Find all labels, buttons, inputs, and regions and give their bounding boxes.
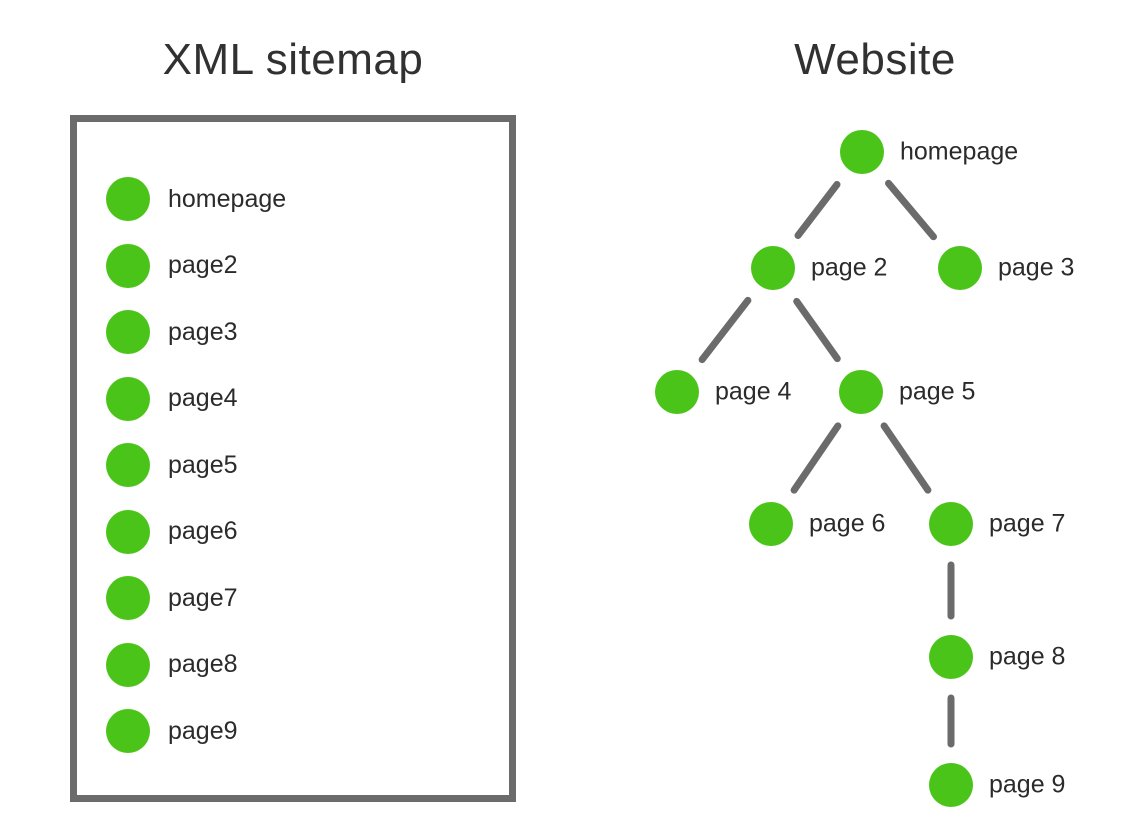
page-node-icon (840, 130, 884, 174)
sitemap-item-label: page7 (168, 583, 238, 612)
tree-node-label: homepage (900, 137, 1019, 166)
tree-node-label: page 4 (715, 377, 792, 406)
page-node-icon (106, 376, 150, 421)
page-node-icon (929, 635, 973, 679)
page-node-icon (106, 310, 150, 354)
page-node-icon (929, 502, 973, 546)
tree-node-label: page 5 (899, 377, 976, 406)
tree-node-page9: page 9 (929, 763, 1065, 807)
tree-node-label: page 2 (811, 253, 888, 282)
page-node-icon (655, 370, 699, 414)
tree-node-label: page 7 (989, 509, 1066, 538)
page-node-icon (751, 246, 795, 290)
xml-sitemap-title: XML sitemap (162, 35, 424, 84)
page-node-icon (839, 370, 883, 414)
tree-node-label: page 3 (998, 253, 1075, 282)
tree-node-page8: page 8 (929, 635, 1065, 679)
page-node-icon (106, 576, 150, 620)
tree-node-label: page 6 (809, 509, 886, 538)
tree-node-page6: page 6 (749, 502, 885, 546)
tree-node-page7: page 7 (929, 502, 1065, 546)
sitemap-item-label: page4 (168, 384, 238, 412)
sitemap-item-label: homepage (168, 184, 287, 213)
website-title: Website (794, 35, 956, 84)
sitemap-item-label: page6 (168, 517, 238, 545)
page-node-icon (929, 763, 973, 807)
sitemap-box: homepage page2 page3 page4 page5 page6 p… (70, 115, 516, 802)
tree-node-page5: page 5 (839, 370, 975, 414)
page-node-icon (106, 509, 150, 554)
sitemap-item-label: page9 (168, 716, 238, 745)
tree-node-homepage: homepage (840, 130, 1018, 174)
page-node-icon (106, 642, 150, 687)
page-node-icon (106, 443, 150, 487)
page-node-icon (938, 246, 982, 290)
page-node-icon (106, 243, 150, 288)
tree-node-page3: page 3 (938, 246, 1074, 290)
tree-node-page4: page 4 (655, 370, 791, 414)
tree-node-label: page 8 (989, 642, 1066, 671)
tree-node-label: page 9 (989, 770, 1066, 799)
sitemap-item-label: page3 (168, 317, 238, 346)
page-node-icon (749, 502, 793, 546)
tree-node-page2: page 2 (751, 246, 887, 290)
sitemap-item-label: page5 (168, 450, 238, 479)
sitemap-item-label: page2 (168, 251, 238, 279)
page-node-icon (106, 709, 150, 753)
sitemap-item-label: page8 (168, 650, 238, 678)
page-node-icon (106, 177, 150, 221)
